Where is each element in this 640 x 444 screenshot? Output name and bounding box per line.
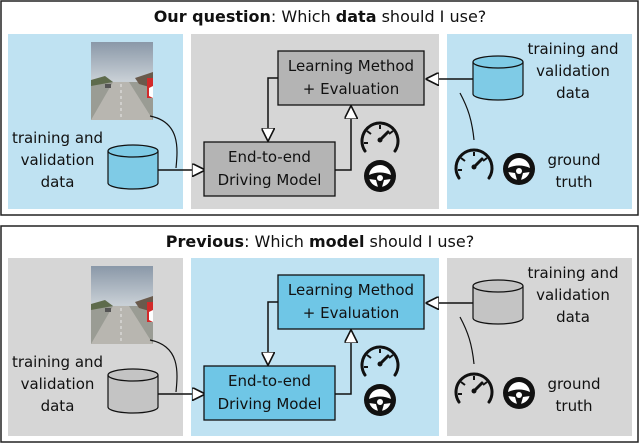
label-line: ground <box>547 375 601 393</box>
data-label: training and validation data <box>10 127 105 193</box>
label-line: ground <box>547 151 601 169</box>
arrow-model-to-learning <box>335 107 351 171</box>
connector-curve <box>149 115 178 169</box>
connector-curve <box>459 92 475 141</box>
learning-method-label: Learning Method + Evaluation <box>278 279 424 325</box>
label-line: validation <box>20 375 95 393</box>
database-cylinder-icon <box>107 368 159 414</box>
label-line: Learning Method <box>287 281 415 299</box>
title-keyword: model <box>308 232 365 251</box>
steering-wheel-icon <box>503 377 535 409</box>
label-line: Learning Method <box>287 57 415 75</box>
ground-truth-label: ground truth <box>540 149 608 193</box>
arrow-model-to-learning <box>335 331 351 395</box>
title-keyword: data <box>335 7 377 26</box>
learning-method-label: Learning Method + Evaluation <box>278 55 424 101</box>
road-photo <box>90 265 154 345</box>
label-line: validation <box>536 286 610 304</box>
steering-wheel-icon <box>503 153 535 185</box>
learning-method-box <box>277 50 425 106</box>
learning-method-box <box>277 274 425 330</box>
panel-title: Previous: Which model should I use? <box>0 232 640 251</box>
label-line: data <box>556 84 590 102</box>
title-text: : Which <box>244 232 309 251</box>
model-label: End-to-end Driving Model <box>204 146 335 192</box>
label-line: Driving Model <box>217 395 322 413</box>
database-cylinder-icon <box>107 144 159 190</box>
steering-wheel-icon <box>364 384 396 416</box>
label-line: training and <box>527 40 619 58</box>
model-box <box>203 141 336 197</box>
label-line: training and <box>11 353 104 371</box>
title-emphasis: Previous <box>165 232 245 251</box>
database-cylinder-icon <box>472 55 524 101</box>
arrow-learning-to-model <box>268 77 278 140</box>
label-line: End-to-end <box>228 148 311 166</box>
data-label: training and validation data <box>518 38 628 104</box>
arrow-learning-to-model <box>268 301 278 364</box>
connector-curve <box>459 316 475 365</box>
model-box <box>203 365 336 421</box>
ground-truth-label: ground truth <box>540 373 608 417</box>
panel-title: Our question: Which data should I use? <box>0 7 640 26</box>
label-line: Driving Model <box>217 171 322 189</box>
label-line: + Evaluation <box>302 304 400 322</box>
data-label: training and validation data <box>10 351 105 417</box>
title-text: : Which <box>270 7 336 26</box>
title-text: should I use? <box>376 7 487 26</box>
label-line: data <box>40 173 75 191</box>
connector-curve <box>149 339 178 393</box>
label-line: data <box>556 308 590 326</box>
data-label: training and validation data <box>518 262 628 328</box>
title-emphasis: Our question <box>153 7 271 26</box>
road-photo <box>90 41 154 121</box>
label-line: End-to-end <box>228 372 311 390</box>
label-line: validation <box>20 151 95 169</box>
model-label: End-to-end Driving Model <box>204 370 335 416</box>
label-line: training and <box>11 129 104 147</box>
label-line: truth <box>555 397 593 415</box>
steering-wheel-icon <box>364 160 396 192</box>
label-line: + Evaluation <box>302 80 400 98</box>
label-line: data <box>40 397 75 415</box>
title-text: should I use? <box>364 232 475 251</box>
label-line: training and <box>527 264 619 282</box>
database-cylinder-icon <box>472 279 524 325</box>
label-line: validation <box>536 62 610 80</box>
label-line: truth <box>555 173 593 191</box>
